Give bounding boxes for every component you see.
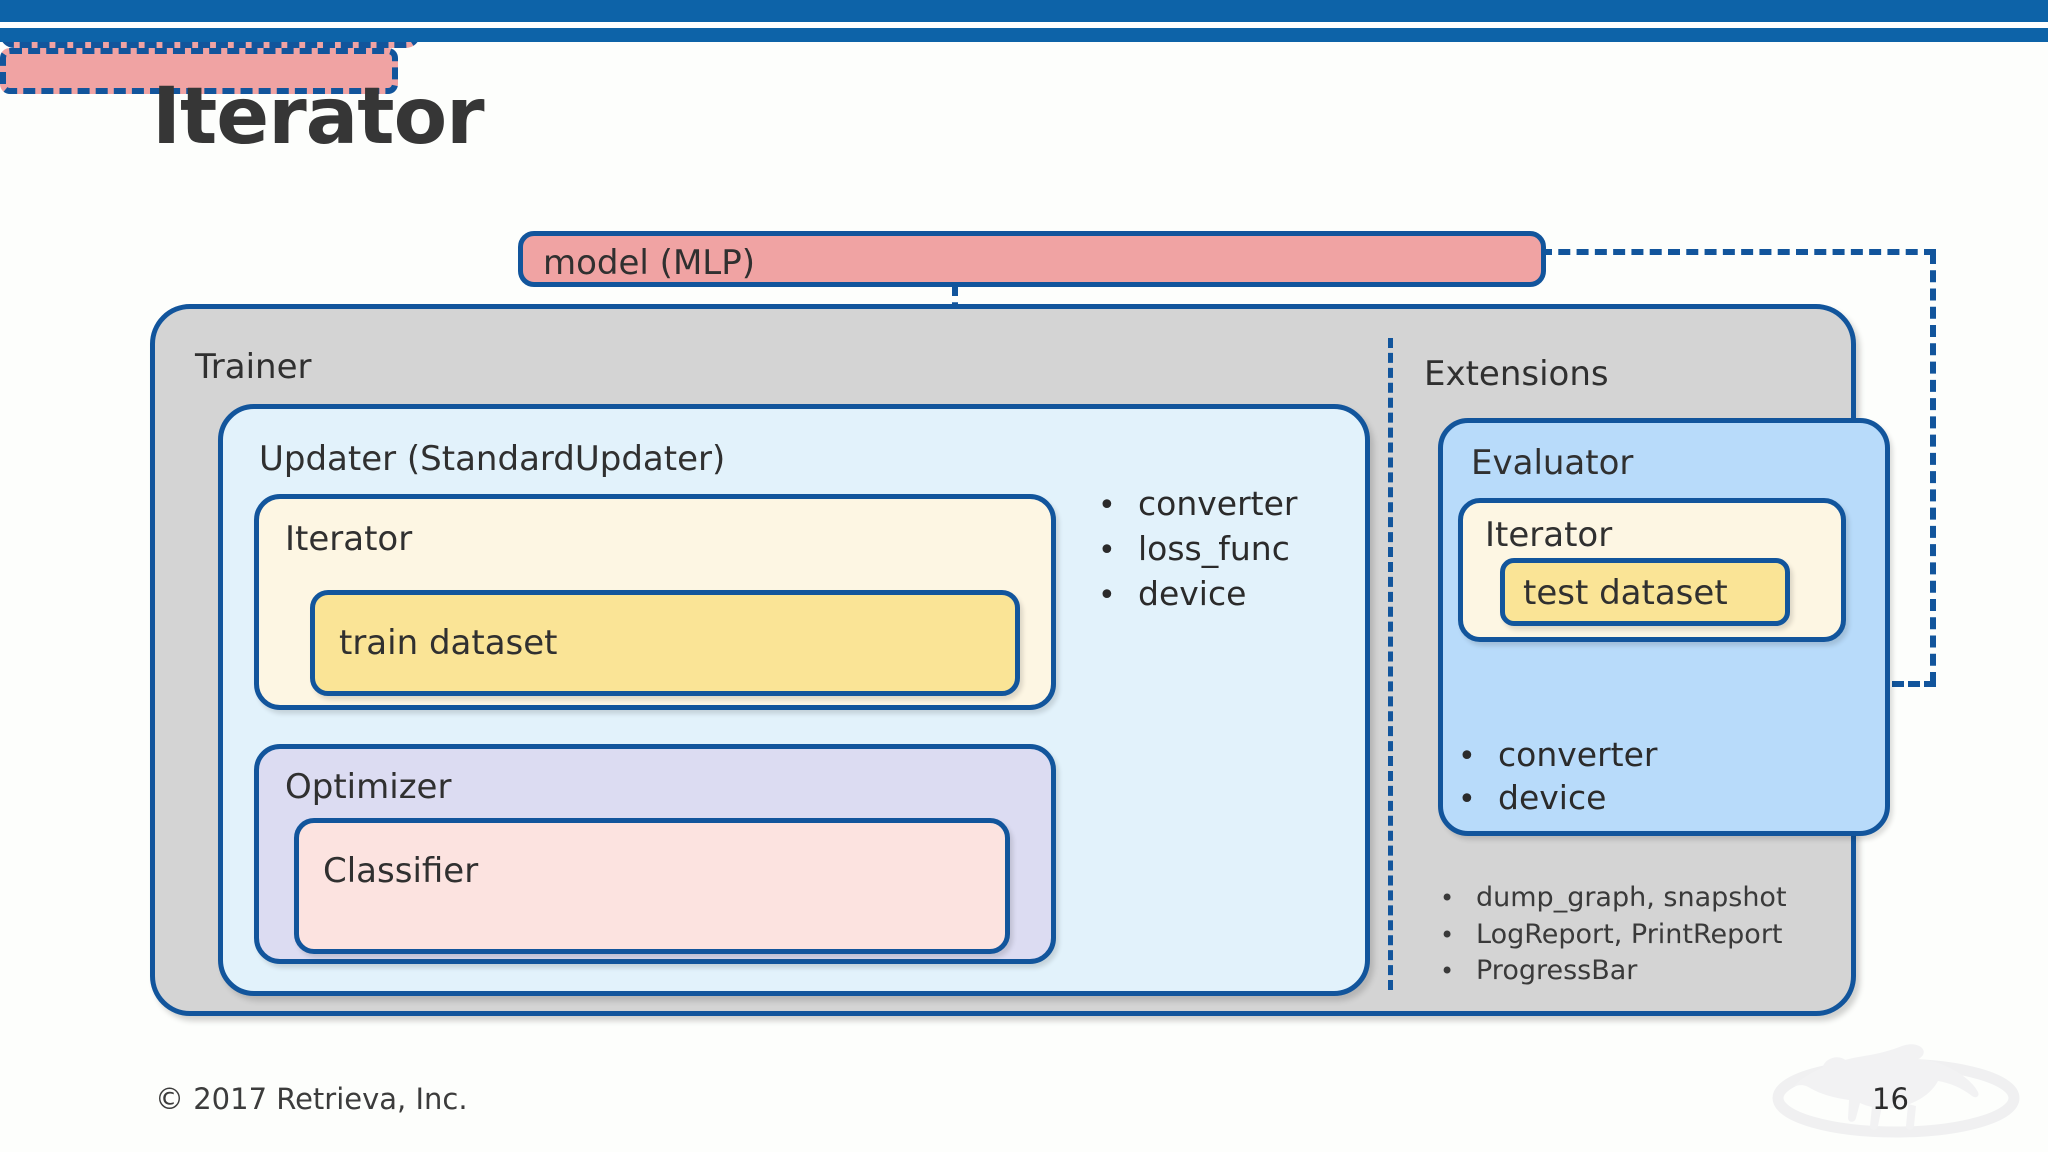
updater-attribute-list: • converter • loss_func • device: [1098, 484, 1298, 622]
copyright-notice: © 2017 Retrieva, Inc.: [155, 1082, 468, 1116]
header-bar-secondary: [0, 28, 2048, 42]
bullet-glyph: •: [1458, 739, 1476, 774]
bullet-glyph: •: [1098, 532, 1116, 568]
list-item-label: loss_func: [1138, 528, 1290, 568]
list-item: • device: [1458, 777, 1657, 817]
list-item-label: converter: [1138, 484, 1298, 523]
node-trainer-label: Trainer: [195, 347, 312, 387]
list-item: • loss_func: [1098, 528, 1297, 568]
list-item-label: dump_graph, snapshot: [1476, 882, 1787, 913]
node-evaluator-label: Evaluator: [1471, 443, 1634, 483]
extensions-label: Extensions: [1424, 354, 1609, 394]
header-bar-primary: [0, 0, 2048, 22]
list-item: • dump_graph, snapshot: [1440, 882, 1787, 913]
connector-model-to-evaluator-horizontal-top: [1540, 249, 1936, 255]
node-test-dataset[interactable]: test dataset: [1500, 558, 1790, 626]
list-item-label: device: [1138, 573, 1247, 613]
bullet-glyph: •: [1098, 577, 1116, 613]
node-train-dataset[interactable]: train dataset: [310, 590, 1020, 696]
list-item-label: ProgressBar: [1476, 955, 1638, 987]
header-bar-gap: [0, 22, 2048, 28]
page-title: Iterator: [152, 72, 485, 162]
node-model-reference-evaluator[interactable]: [0, 48, 398, 94]
node-optimizer-label: Optimizer: [285, 767, 452, 807]
extensions-item-list: • dump_graph, snapshot • LogReport, Prin…: [1440, 882, 1787, 994]
node-classifier[interactable]: Classifier: [294, 818, 1010, 954]
node-iterator-train-label: Iterator: [285, 519, 413, 559]
connector-model-to-evaluator-horizontal-bottom: [1844, 681, 1936, 687]
list-item: • device: [1098, 573, 1297, 613]
list-item: • converter: [1458, 735, 1658, 774]
connector-model-to-evaluator-vertical: [1930, 252, 1936, 684]
bullet-glyph: •: [1440, 920, 1455, 949]
list-item: • LogReport, PrintReport: [1440, 918, 1787, 950]
list-item: • ProgressBar: [1440, 957, 1787, 986]
bullet-glyph: •: [1098, 488, 1116, 523]
list-item-label: LogReport, PrintReport: [1476, 918, 1783, 950]
list-item-label: converter: [1498, 735, 1658, 774]
node-train-dataset-label: train dataset: [339, 623, 558, 663]
node-updater-label: Updater (StandardUpdater): [259, 439, 726, 479]
node-model-mlp[interactable]: model (MLP): [518, 231, 1546, 287]
node-model-mlp-label: model (MLP): [543, 243, 755, 283]
bullet-glyph: •: [1440, 957, 1455, 986]
node-test-dataset-label: test dataset: [1523, 573, 1728, 613]
node-iterator-test-label: Iterator: [1485, 515, 1613, 555]
bullet-glyph: •: [1440, 884, 1455, 912]
page-number: 16: [1872, 1082, 1909, 1116]
extensions-divider: [1388, 338, 1393, 990]
bullet-glyph: •: [1458, 781, 1476, 817]
evaluator-attribute-list: • converter • device: [1458, 735, 1658, 824]
node-classifier-label: Classifier: [323, 851, 479, 891]
list-item: • converter: [1098, 484, 1298, 523]
list-item-label: device: [1498, 777, 1607, 817]
